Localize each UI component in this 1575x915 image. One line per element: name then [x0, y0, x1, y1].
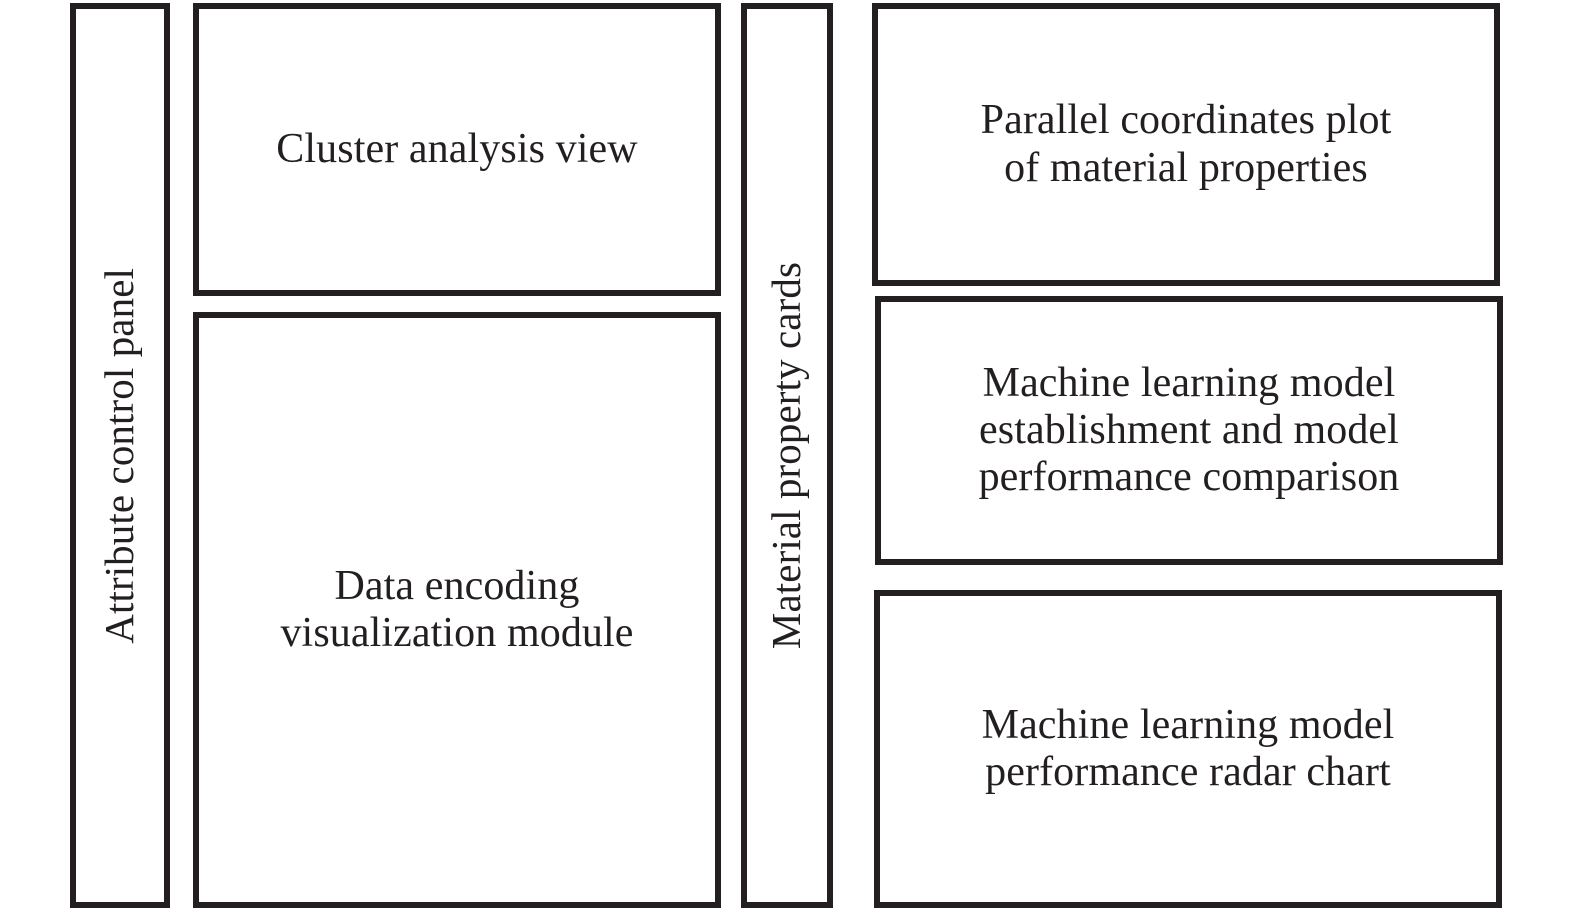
- panel-ml-model-establishment[interactable]: Machine learning model establishment and…: [875, 296, 1503, 565]
- panel-ml-model-radar-chart[interactable]: Machine learning model performance radar…: [874, 590, 1502, 908]
- panel-label-material-property-cards: Material property cards: [763, 261, 810, 650]
- panel-cluster-analysis-view[interactable]: Cluster analysis view: [193, 3, 721, 296]
- panel-attribute-control-panel[interactable]: Attribute control panel: [70, 3, 170, 908]
- panel-label-ml-model-establishment: Machine learning model establishment and…: [978, 359, 1400, 501]
- panel-parallel-coordinates-plot[interactable]: Parallel coordinates plot of material pr…: [872, 3, 1500, 286]
- panel-label-data-encoding-visualization-module: Data encoding visualization module: [280, 562, 634, 656]
- panel-label-ml-model-radar-chart: Machine learning model performance radar…: [981, 701, 1395, 795]
- panel-label-attribute-control-panel: Attribute control panel: [96, 267, 143, 644]
- panel-label-parallel-coordinates-plot: Parallel coordinates plot of material pr…: [980, 97, 1392, 191]
- panel-data-encoding-visualization-module[interactable]: Data encoding visualization module: [193, 312, 721, 908]
- panel-material-property-cards[interactable]: Material property cards: [741, 3, 833, 908]
- panel-label-cluster-analysis-view: Cluster analysis view: [276, 125, 638, 172]
